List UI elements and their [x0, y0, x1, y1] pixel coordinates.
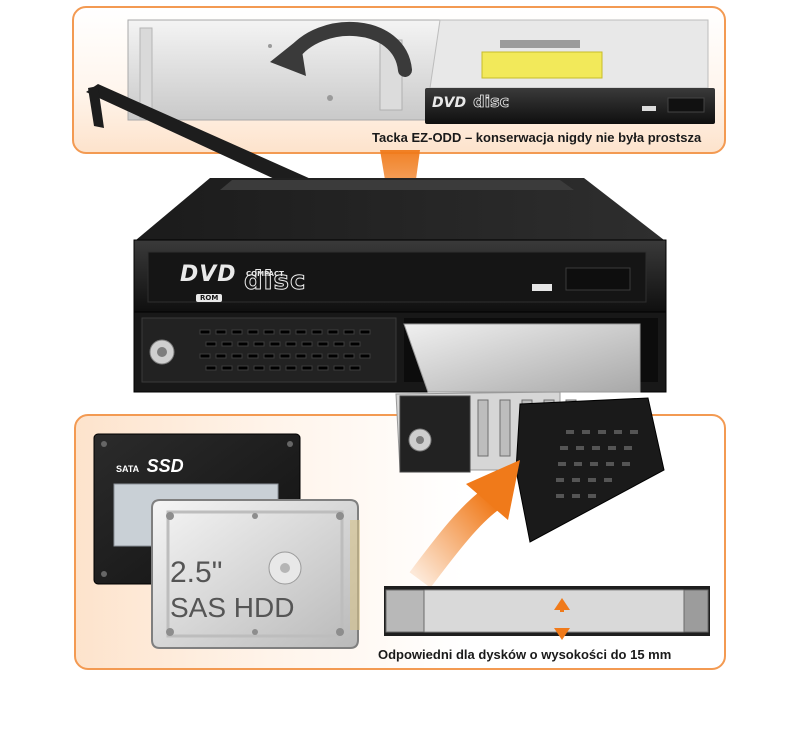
- slim-disc-logo-text: disc: [473, 92, 510, 112]
- drive-side-profile: [384, 586, 710, 640]
- slim-optical-drive: [425, 19, 715, 124]
- compact-logo: COMPACT: [246, 261, 284, 280]
- dvd-logo-text: DVD: [180, 262, 237, 287]
- hdd-drive: [151, 499, 360, 649]
- rom-logo-text: ROM: [196, 294, 223, 302]
- hdd-size-label: 2.5": [170, 556, 222, 590]
- removable-hdd-tray: [395, 323, 665, 543]
- disc-logo-text: disc: [243, 266, 307, 297]
- compact-logo-text: COMPACT: [246, 270, 284, 278]
- ssd-interface-text: SATA: [116, 464, 140, 474]
- disc-logo: disc: [243, 266, 307, 297]
- hdd-type-text: SAS HDD: [170, 592, 295, 623]
- caption-bottom: Odpowiedni dla dysków o wysokości do 15 …: [378, 647, 672, 662]
- caption-top: Tacka EZ-ODD – konserwacja nigdy nie był…: [372, 130, 702, 145]
- curved-arrow-top: [270, 21, 412, 77]
- slim-dvd-logo: DVD disc: [432, 92, 510, 112]
- ssd-label: SATA SSD: [116, 456, 184, 477]
- rom-logo: ROM: [196, 285, 223, 304]
- orange-arrow-bottom: [409, 460, 520, 588]
- hdd-size-text: 2.5": [170, 556, 223, 589]
- hdd-type-label: SAS HDD: [170, 592, 294, 624]
- dvd-logo: DVD: [180, 262, 237, 287]
- ssd-type-text: SSD: [146, 456, 184, 476]
- slim-dvd-logo-text: DVD: [432, 95, 467, 111]
